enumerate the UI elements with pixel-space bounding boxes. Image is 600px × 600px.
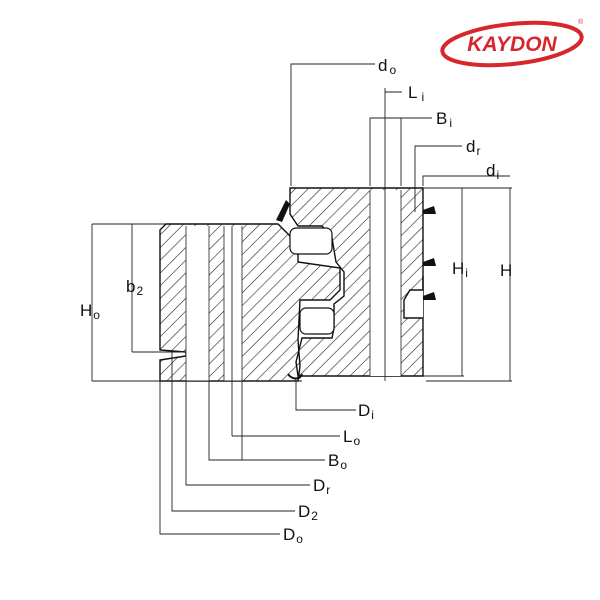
svg-text:dr: dr <box>466 137 480 158</box>
lower-seal <box>287 373 303 380</box>
do-leader <box>290 63 375 186</box>
logo-text: KAYDON <box>467 33 557 56</box>
upper-roller <box>289 227 333 255</box>
svg-text:Bo: Bo <box>328 451 347 472</box>
svg-text:Li: Li <box>408 83 424 104</box>
inner-bolt-hole-band <box>370 190 401 376</box>
dr-leader <box>414 145 462 212</box>
Bi-leader <box>369 117 432 186</box>
label-di: di <box>486 161 499 182</box>
svg-text:H: H <box>500 261 512 280</box>
Dr-leader <box>185 381 310 486</box>
registered-mark: ® <box>578 18 584 26</box>
Bo-leader <box>208 381 325 461</box>
D2-leader <box>171 352 295 512</box>
Di-leader <box>295 381 356 411</box>
inner-ring-step <box>403 276 424 319</box>
outer-bolt-hole-band-2 <box>224 226 242 381</box>
outer-bolt-hole-band <box>186 226 209 381</box>
lower-roller <box>299 307 335 335</box>
label-Bo: Bo <box>328 451 347 472</box>
Do-leader <box>159 381 280 535</box>
label-Lo: Lo <box>343 427 360 448</box>
label-Dr: Dr <box>313 476 330 497</box>
label-Hi: Hi <box>452 259 468 280</box>
label-dr: dr <box>466 137 480 158</box>
label-b2: b2 <box>126 277 143 298</box>
svg-text:Bi: Bi <box>436 109 452 130</box>
kaydon-logo: KAYDON ® <box>440 18 584 68</box>
svg-text:b2: b2 <box>126 277 143 298</box>
outer-ring <box>159 223 341 382</box>
di-leader <box>422 175 510 186</box>
svg-text:Di: Di <box>358 401 374 422</box>
label-Do: Do <box>283 525 303 546</box>
svg-text:do: do <box>378 56 396 77</box>
logo-swoosh <box>440 20 584 68</box>
svg-text:Do: Do <box>283 525 303 546</box>
svg-text:di: di <box>486 161 499 182</box>
svg-text:D2: D2 <box>298 502 318 523</box>
svg-text:Hi: Hi <box>452 259 468 280</box>
svg-text:Lo: Lo <box>343 427 360 448</box>
label-Ho: Ho <box>80 301 100 322</box>
grease-fittings <box>423 206 436 300</box>
svg-text:Ho: Ho <box>80 301 100 322</box>
upper-seal <box>276 200 290 222</box>
label-H: H <box>500 261 512 280</box>
label-D2: D2 <box>298 502 318 523</box>
label-Di: Di <box>358 401 374 422</box>
svg-text:Dr: Dr <box>313 476 330 497</box>
